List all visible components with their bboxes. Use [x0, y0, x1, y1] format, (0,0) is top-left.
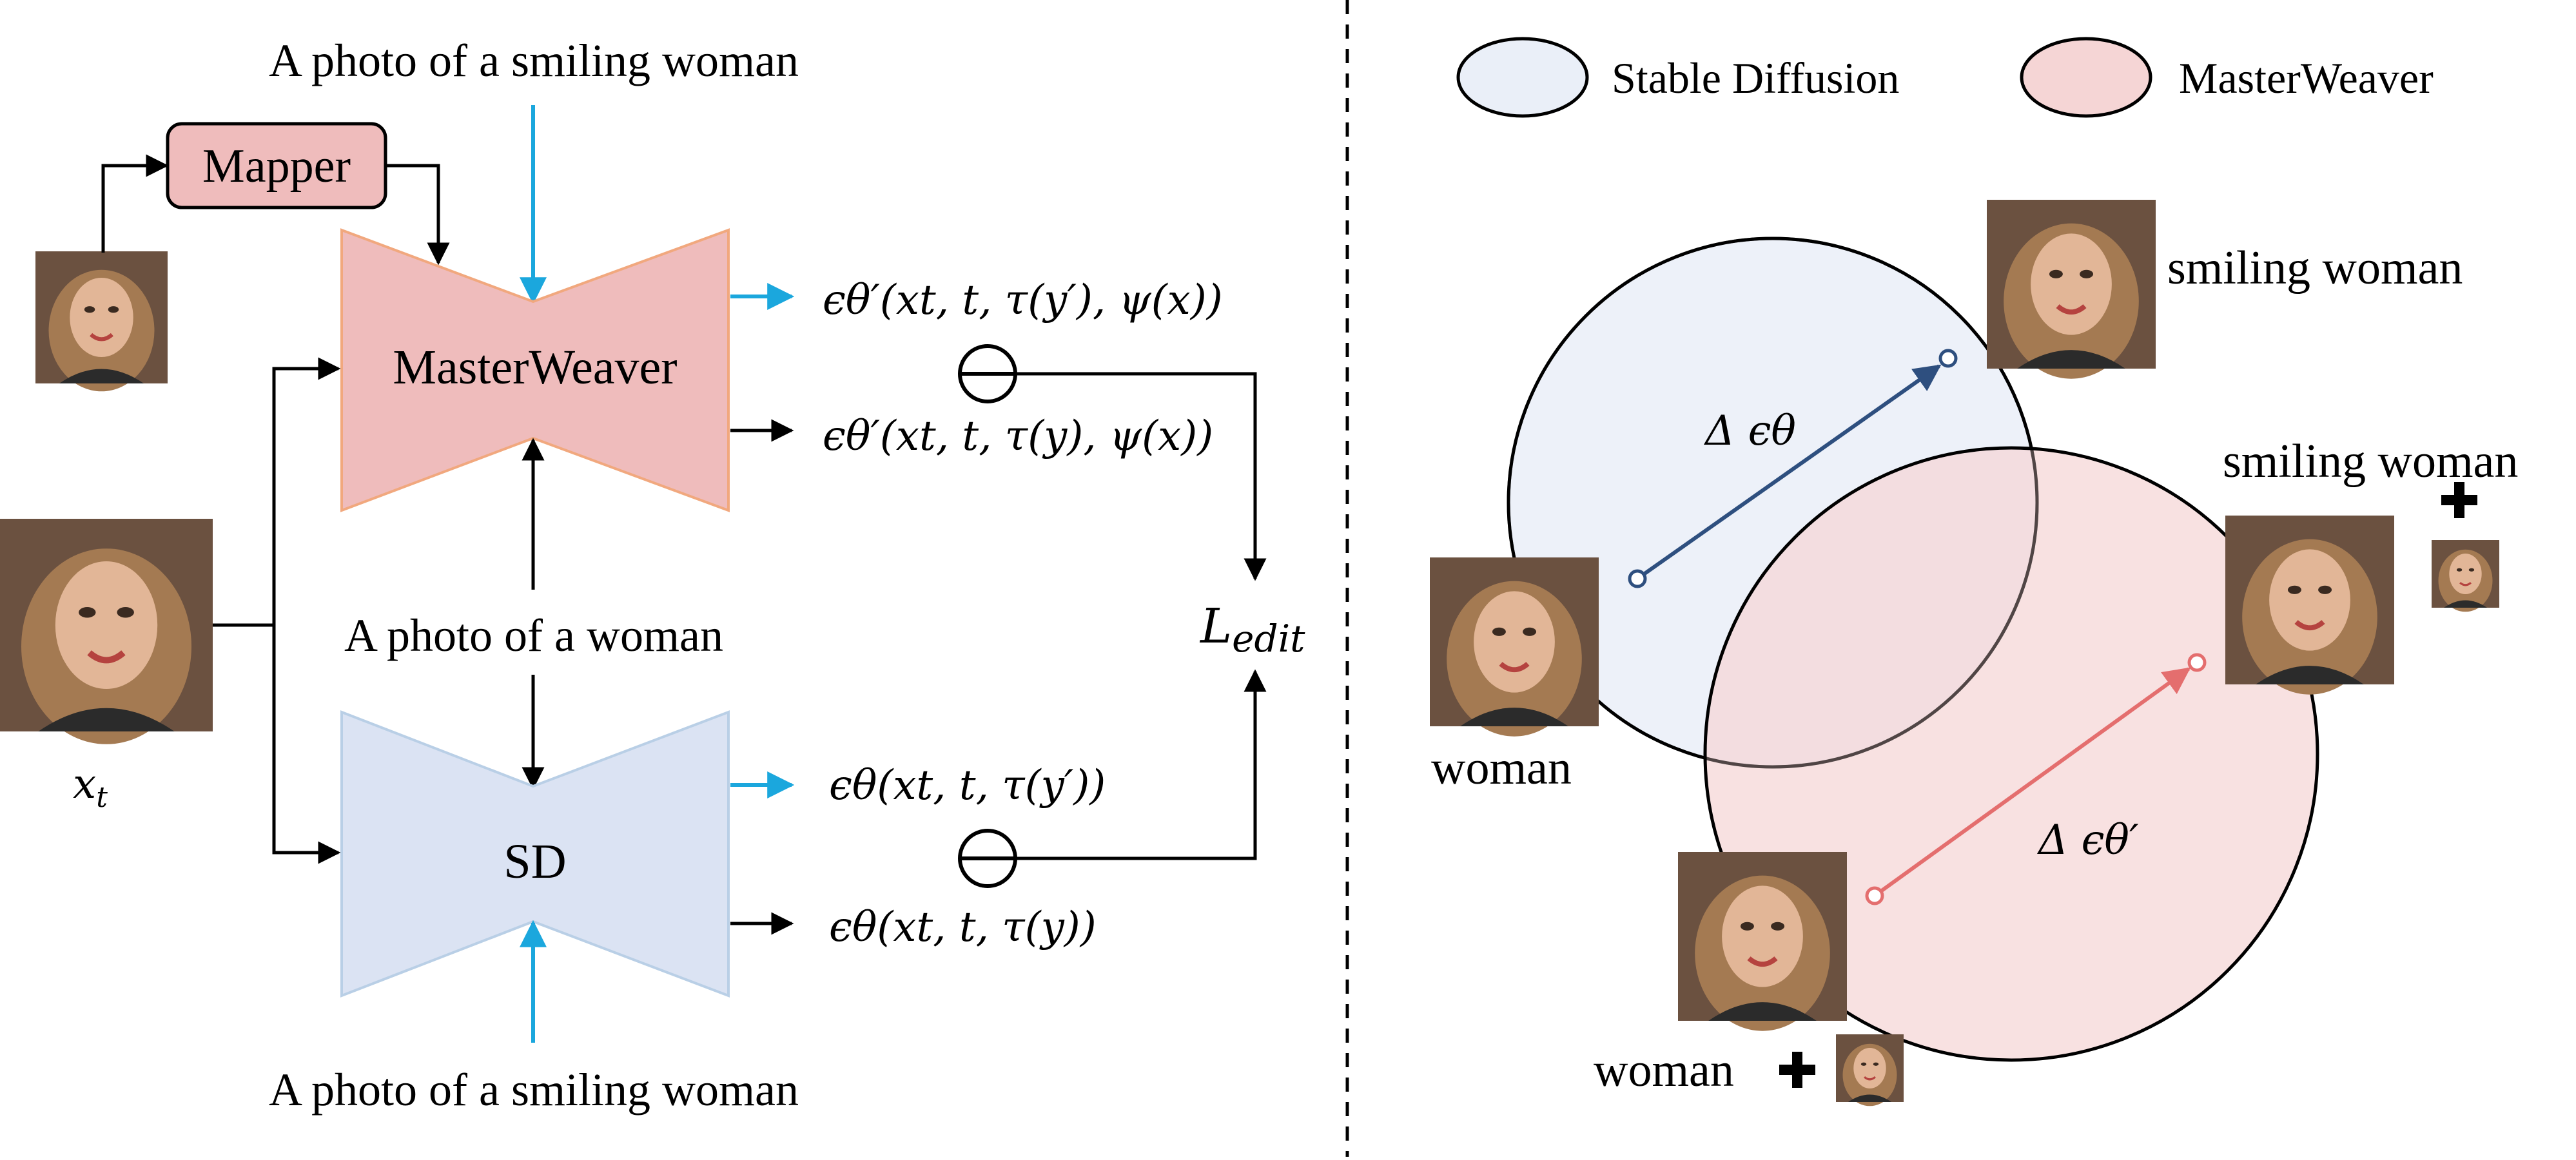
sd-label: SD	[503, 835, 566, 889]
delta-sd-label: Δ ϵθ	[1703, 407, 1796, 455]
delta-mw-arrow	[1873, 667, 2191, 898]
formula-sd-neutral: ϵθ(xt, t, τ(y))	[829, 904, 1097, 951]
portrait-photo-icon	[0, 519, 213, 744]
portrait-photo-icon	[1430, 557, 1599, 737]
delta-sd-end-point	[1938, 349, 1958, 368]
delta-sd-arrow	[1636, 364, 1942, 581]
delta-mw-end-point	[2187, 653, 2207, 672]
reference-photo	[35, 251, 168, 391]
label-smiling-woman-top: smiling woman	[2167, 242, 2463, 295]
legend-label-mw: MasterWeaver	[2179, 53, 2434, 102]
portrait-photo-icon	[1678, 852, 1847, 1031]
plus-icon	[2441, 482, 2477, 518]
woman-photo-sd	[1430, 557, 1599, 737]
label-woman-left: woman	[1431, 742, 1572, 795]
portrait-photo-icon	[1987, 200, 2156, 379]
formula-sd-smiling: ϵθ(xt, t, τ(y′))	[829, 762, 1106, 809]
identity-thumbnail-bottom	[1835, 1033, 1905, 1107]
delta-mw-label: Δ ϵθ′	[2036, 817, 2139, 864]
label-smiling-woman-right: smiling woman	[2223, 435, 2518, 488]
xt-label: xt	[73, 760, 108, 814]
smiling-woman-photo-mw	[2225, 516, 2394, 695]
masterweaver-label: MasterWeaver	[393, 340, 677, 394]
legend-swatch-sd	[1456, 37, 1589, 118]
portrait-photo-icon	[2225, 516, 2394, 695]
delta-sd-start-point	[1628, 569, 1647, 588]
loss-label: Ledit	[1199, 599, 1305, 661]
sd-diff-to-loss-arrow	[1015, 669, 1267, 860]
mw-diff-to-loss-arrow	[1015, 372, 1267, 581]
xt-to-sd-arrow	[272, 625, 341, 864]
minus-circle-icon	[958, 829, 1017, 888]
label-woman-bottom: woman	[1594, 1044, 1734, 1097]
sd-region-outline	[1507, 237, 2039, 769]
portrait-photo-icon	[35, 251, 168, 391]
prompt-middle: A photo of a woman	[344, 610, 723, 661]
mapper-to-masterweaver-arrow	[385, 164, 450, 266]
masterweaver-block	[340, 228, 730, 512]
portrait-photo-icon	[2430, 539, 2501, 613]
delta-mw-start-point	[1865, 886, 1884, 905]
masterweaver-region	[1703, 446, 2319, 1062]
sd-block	[340, 710, 730, 998]
mapper-label: Mapper	[202, 140, 351, 193]
formula-mw-neutral: ϵθ′(xt, t, τ(y), ψ(x))	[823, 412, 1213, 460]
xt-photo	[0, 519, 213, 744]
identity-thumbnail-right	[2430, 539, 2501, 613]
legend-swatch-mw	[2020, 37, 2152, 118]
smiling-woman-photo-sd	[1987, 200, 2156, 379]
prompt-bottom: A photo of a smiling woman	[269, 1064, 799, 1116]
xt-to-masterweaver-arrow	[272, 357, 341, 625]
prompt-top: A photo of a smiling woman	[269, 35, 799, 86]
portrait-photo-icon	[1835, 1033, 1905, 1107]
plus-icon	[1779, 1052, 1815, 1088]
minus-circle-icon	[958, 344, 1017, 403]
formula-mw-smiling: ϵθ′(xt, t, τ(y′), ψ(x))	[823, 276, 1223, 324]
woman-photo-mw	[1678, 852, 1847, 1031]
photo-to-mapper-arrow	[101, 154, 169, 253]
legend-label-sd: Stable Diffusion	[1612, 53, 1899, 102]
